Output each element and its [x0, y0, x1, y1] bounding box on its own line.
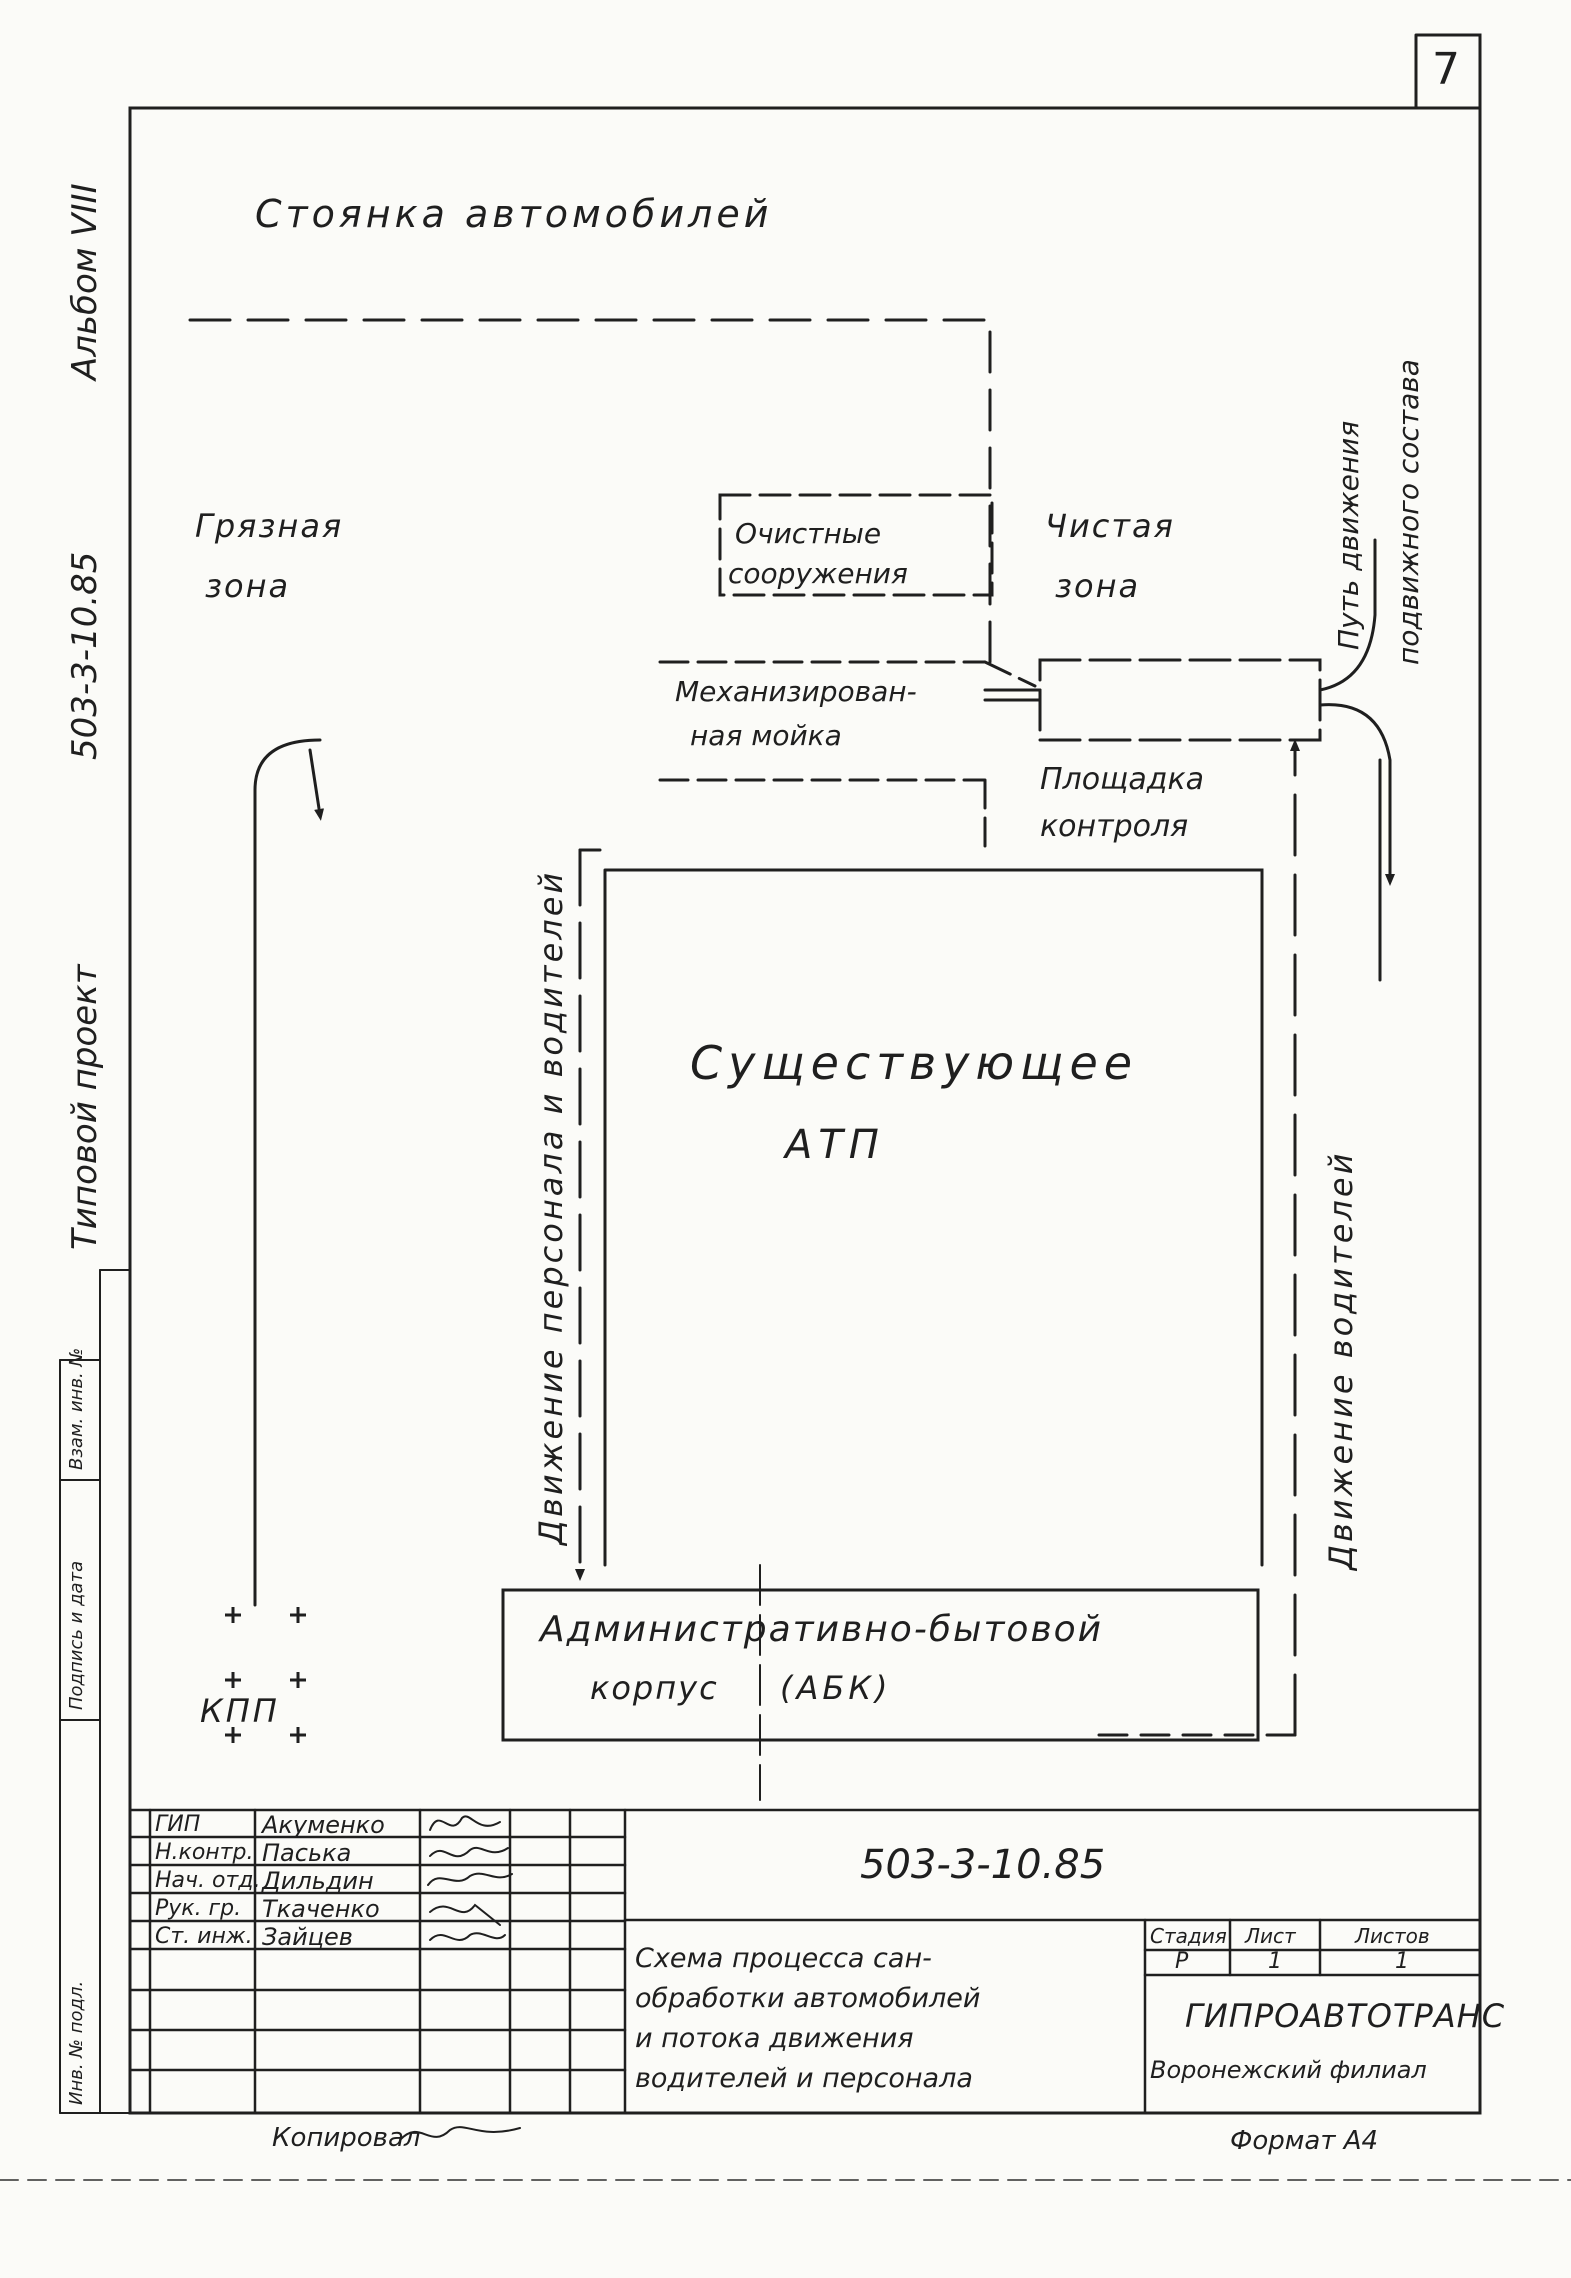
signatures [427, 1815, 513, 1941]
project-type-label: Типовой проект [65, 964, 105, 1250]
sheet-number: 7 [1432, 44, 1460, 95]
drawing-title-line-4: водителей и персонала [635, 2063, 973, 2094]
stage-value: Р [1175, 1949, 1189, 1974]
copied-by-label: Копировал [272, 2123, 421, 2153]
organization-name: ГИПРОАВТОТРАНС [1185, 1997, 1506, 2035]
existing-atp-label: Существующее [690, 1036, 1139, 1090]
name-tkachenko: Ткаченко [262, 1895, 380, 1923]
abk-label-3: (АБК) [780, 1669, 892, 1707]
sheet-header: Лист [1245, 1924, 1296, 1948]
route-label-2: подвижного состава [1392, 359, 1425, 665]
treatment-label-2: сооружения [728, 557, 908, 590]
drawing-title-line-3: и потока движения [635, 2023, 914, 2054]
sheet-frame [128, 106, 1482, 2115]
sheets-header: Листов [1355, 1924, 1430, 1948]
clean-zone-label: Чистая [1045, 507, 1175, 545]
copier-signature [399, 2126, 521, 2141]
wash-label-1: Механизирован- [675, 675, 917, 708]
drivers-flow-label: Движение водителей [1322, 1150, 1360, 1570]
role-st-inzh: Ст. инж. [155, 1924, 253, 1949]
name-paska: Паська [262, 1839, 352, 1867]
clean-zone-label-2: зона [1055, 567, 1141, 605]
stamp-replaced-inventory: Взам. инв. № [66, 1347, 87, 1470]
document-code: 503-3-10.85 [860, 1842, 1106, 1888]
role-nach-otd: Нач. отд. [155, 1868, 261, 1893]
kpp-markers [225, 1607, 306, 1743]
kpp-label: КПП [200, 1692, 280, 1730]
dirty-zone-label-2: зона [205, 567, 291, 605]
kpp-route [253, 738, 322, 1607]
role-ruk-gr: Рук. гр. [155, 1896, 242, 1921]
abk-label-2: корпус [590, 1669, 719, 1707]
stamp-inventory-number: Инв. № подл. [66, 1980, 87, 2105]
control-area-box [1038, 658, 1322, 742]
name-dildin: Дильдин [262, 1867, 374, 1895]
title-block [128, 1808, 1482, 2115]
stamp-signature-date: Подпись и дата [66, 1560, 87, 1710]
dirty-zone-label: Грязная [195, 507, 344, 545]
personnel-flow-label: Движение персонала и водителей [532, 869, 570, 1545]
parking-boundary [188, 318, 992, 667]
treatment-label-1: Очистные [735, 517, 882, 550]
name-akumenko: Акуменко [262, 1811, 385, 1839]
parking-label: Стоянка автомобилей [255, 192, 773, 236]
role-n-kontr: Н.контр. [155, 1840, 254, 1865]
control-label-2: контроля [1040, 809, 1189, 844]
existing-atp-label-2: АТП [785, 1122, 885, 1168]
organization-branch: Воронежский филиал [1150, 2056, 1427, 2084]
treatment-plant-box [718, 493, 994, 597]
role-gip: ГИП [155, 1812, 201, 1837]
wash-station [658, 660, 1037, 852]
drawing-title-line-2: обработки автомобилей [635, 1983, 981, 2014]
format-label: Формат А4 [1230, 2126, 1379, 2156]
name-zaitsev: Зайцев [262, 1923, 353, 1951]
margin-doc-code: 503-3-10.85 [65, 551, 105, 760]
drawing-title-line-1: Схема процесса сан- [635, 1943, 932, 1974]
wash-label-2: ная мойка [690, 719, 842, 752]
abk-label-1: Административно-бытовой [540, 1609, 1104, 1650]
abk-building [501, 1588, 1260, 1742]
control-label-1: Площадка [1040, 762, 1204, 797]
sheets-value: 1 [1395, 1949, 1409, 1974]
existing-atp-building [603, 868, 1264, 1567]
album-label: Альбом VIII [65, 183, 105, 380]
route-label-1: Путь движения [1332, 420, 1365, 650]
stage-header: Стадия [1150, 1924, 1227, 1948]
sheet-value: 1 [1268, 1949, 1282, 1974]
sheet-number-box [1414, 33, 1482, 110]
